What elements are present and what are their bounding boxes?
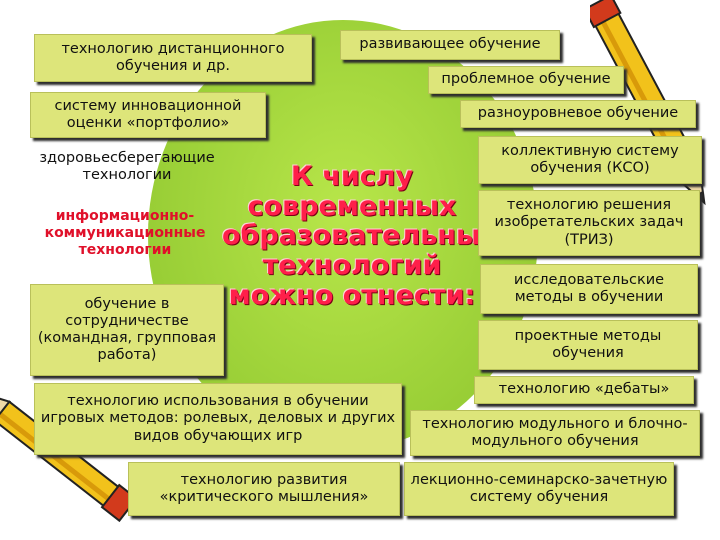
item-project: проектные методы обучения (478, 320, 698, 370)
item-modular: технологию модульного и блочно-модульног… (410, 410, 700, 456)
item-kso-text: коллективную систему обучения (КСО) (501, 142, 679, 176)
item-debates-text: технологию «дебаты» (498, 381, 670, 398)
center-title: К числу современных образовательных техн… (222, 161, 498, 311)
item-triz: технологию решения изобретательских зада… (478, 190, 700, 256)
item-cooperation: обучение в сотрудничестве (командная, гр… (30, 284, 224, 376)
item-distance-learning-text: технологию дистанционного обучения и др. (61, 40, 285, 74)
item-project-text: проектные методы обучения (514, 327, 662, 361)
item-developing: развивающее обучение (340, 30, 560, 60)
item-research-text: исследовательские методы в обучении (513, 271, 665, 305)
item-games-text: технологию использования в обучении игро… (40, 393, 396, 444)
item-research: исследовательские методы в обучении (480, 264, 698, 314)
item-triz-text: технологию решения изобретательских зада… (494, 197, 684, 248)
item-kso: коллективную систему обучения (КСО) (478, 136, 702, 184)
item-problem: проблемное обучение (428, 66, 624, 94)
item-distance-learning: технологию дистанционного обучения и др. (34, 34, 312, 82)
item-critical-thinking-text: технологию развития «критического мышлен… (159, 471, 369, 505)
item-multilevel-text: разноуровневое обучение (477, 105, 679, 122)
item-portfolio: систему инновационной оценки «портфолио» (30, 92, 266, 138)
item-modular-text: технологию модульного и блочно-модульног… (422, 415, 688, 449)
item-portfolio-text: систему инновационной оценки «портфолио» (54, 97, 242, 131)
item-lecture-seminar-text: лекционно-семинарско-зачетную систему об… (410, 471, 668, 505)
item-games: технологию использования в обучении игро… (34, 383, 402, 455)
item-critical-thinking: технологию развития «критического мышлен… (128, 462, 400, 516)
item-problem-text: проблемное обучение (441, 71, 611, 88)
item-cooperation-text: обучение в сотрудничестве (командная, гр… (37, 295, 217, 364)
item-developing-text: развивающее обучение (359, 36, 541, 53)
item-debates: технологию «дебаты» (474, 376, 694, 404)
item-lecture-seminar: лекционно-семинарско-зачетную систему об… (404, 462, 674, 516)
item-ict-text: информационно-коммуникационные технологи… (44, 208, 206, 258)
item-multilevel: разноуровневое обучение (460, 100, 696, 128)
item-health-saving: здоровьесберегающие технологии (22, 150, 232, 185)
item-health-saving-text: здоровьесберегающие технологии (39, 150, 215, 184)
item-ict: информационно-коммуникационные технологи… (30, 208, 220, 258)
